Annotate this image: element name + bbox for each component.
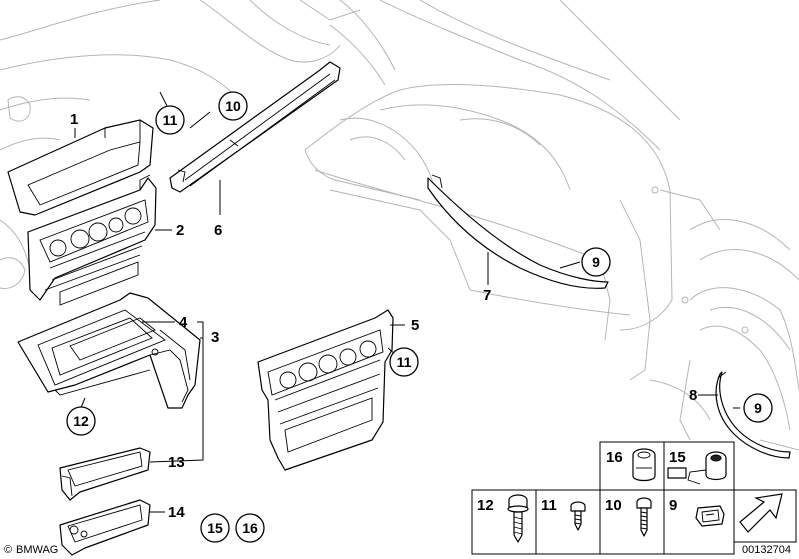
direction-arrow-box bbox=[733, 489, 797, 543]
svg-text:15: 15 bbox=[669, 449, 686, 466]
label-part-5: 5 bbox=[411, 317, 419, 334]
part-2-control-panel-trim bbox=[27, 174, 157, 306]
svg-text:9: 9 bbox=[754, 400, 762, 416]
screw-11-icon bbox=[570, 501, 586, 531]
copyright-mark: © BMWAG bbox=[4, 544, 58, 556]
hardware-box-10: 10 bbox=[599, 489, 665, 555]
label-part-4: 4 bbox=[179, 314, 188, 331]
label-part-1: 1 bbox=[70, 111, 78, 128]
svg-text:16: 16 bbox=[606, 449, 623, 466]
label-part-2: 2 bbox=[176, 222, 184, 239]
label-part-3: 3 bbox=[211, 329, 219, 346]
hardware-box-9: 9 bbox=[663, 489, 735, 555]
circled-label-11-center: 11 bbox=[389, 347, 419, 377]
part-13-storage-tray bbox=[59, 447, 151, 501]
circled-label-15: 15 bbox=[200, 513, 230, 543]
bmw-copyright-icon: © bbox=[4, 544, 12, 556]
circled-label-16: 16 bbox=[235, 513, 265, 543]
socket-15-with-cable-icon bbox=[667, 451, 727, 485]
hardware-box-12: 12 bbox=[471, 489, 537, 555]
circled-label-10: 10 bbox=[218, 91, 248, 121]
label-part-8: 8 bbox=[689, 387, 697, 404]
hardware-box-15: 15 bbox=[663, 441, 735, 491]
part-14-storage-tray bbox=[59, 499, 151, 556]
brand-label: BMWAG bbox=[16, 544, 58, 556]
circled-label-9-door: 9 bbox=[581, 247, 611, 277]
part-8-small-strip bbox=[715, 371, 791, 459]
hardware-box-11: 11 bbox=[535, 489, 601, 555]
part-7-door-strip bbox=[427, 174, 609, 289]
screw-12-icon bbox=[507, 494, 529, 543]
circled-label-12: 12 bbox=[66, 406, 96, 436]
part-3-center-console-trim bbox=[17, 292, 201, 409]
circled-label-11-top: 11 bbox=[155, 105, 185, 135]
part-1-trim-bezel bbox=[7, 119, 154, 216]
circled-label-9-small: 9 bbox=[743, 393, 773, 423]
background-interior-outline bbox=[0, 0, 799, 451]
socket-16-icon bbox=[632, 448, 656, 482]
svg-text:10: 10 bbox=[225, 98, 241, 114]
screw-10-icon bbox=[636, 497, 652, 537]
svg-text:10: 10 bbox=[605, 497, 622, 514]
label-part-6: 6 bbox=[214, 222, 222, 239]
diagram-id: 00132704 bbox=[742, 544, 791, 556]
label-part-7: 7 bbox=[483, 287, 491, 304]
svg-text:11: 11 bbox=[541, 497, 557, 514]
svg-text:12: 12 bbox=[73, 413, 89, 429]
direction-arrow-icon bbox=[739, 493, 783, 533]
svg-text:12: 12 bbox=[477, 497, 494, 514]
svg-text:11: 11 bbox=[397, 354, 412, 370]
label-part-14: 14 bbox=[168, 504, 185, 521]
part-6-trim-strip bbox=[169, 61, 341, 193]
leader-lines bbox=[74, 91, 740, 513]
part-5-climate-panel bbox=[257, 309, 394, 471]
svg-text:11: 11 bbox=[163, 112, 178, 128]
clip-9-icon bbox=[695, 505, 725, 527]
hardware-box-16: 16 bbox=[599, 441, 665, 491]
label-part-13: 13 bbox=[168, 454, 185, 471]
svg-text:15: 15 bbox=[207, 520, 223, 536]
svg-text:16: 16 bbox=[242, 520, 258, 536]
svg-text:9: 9 bbox=[592, 254, 600, 270]
svg-text:9: 9 bbox=[669, 497, 677, 514]
